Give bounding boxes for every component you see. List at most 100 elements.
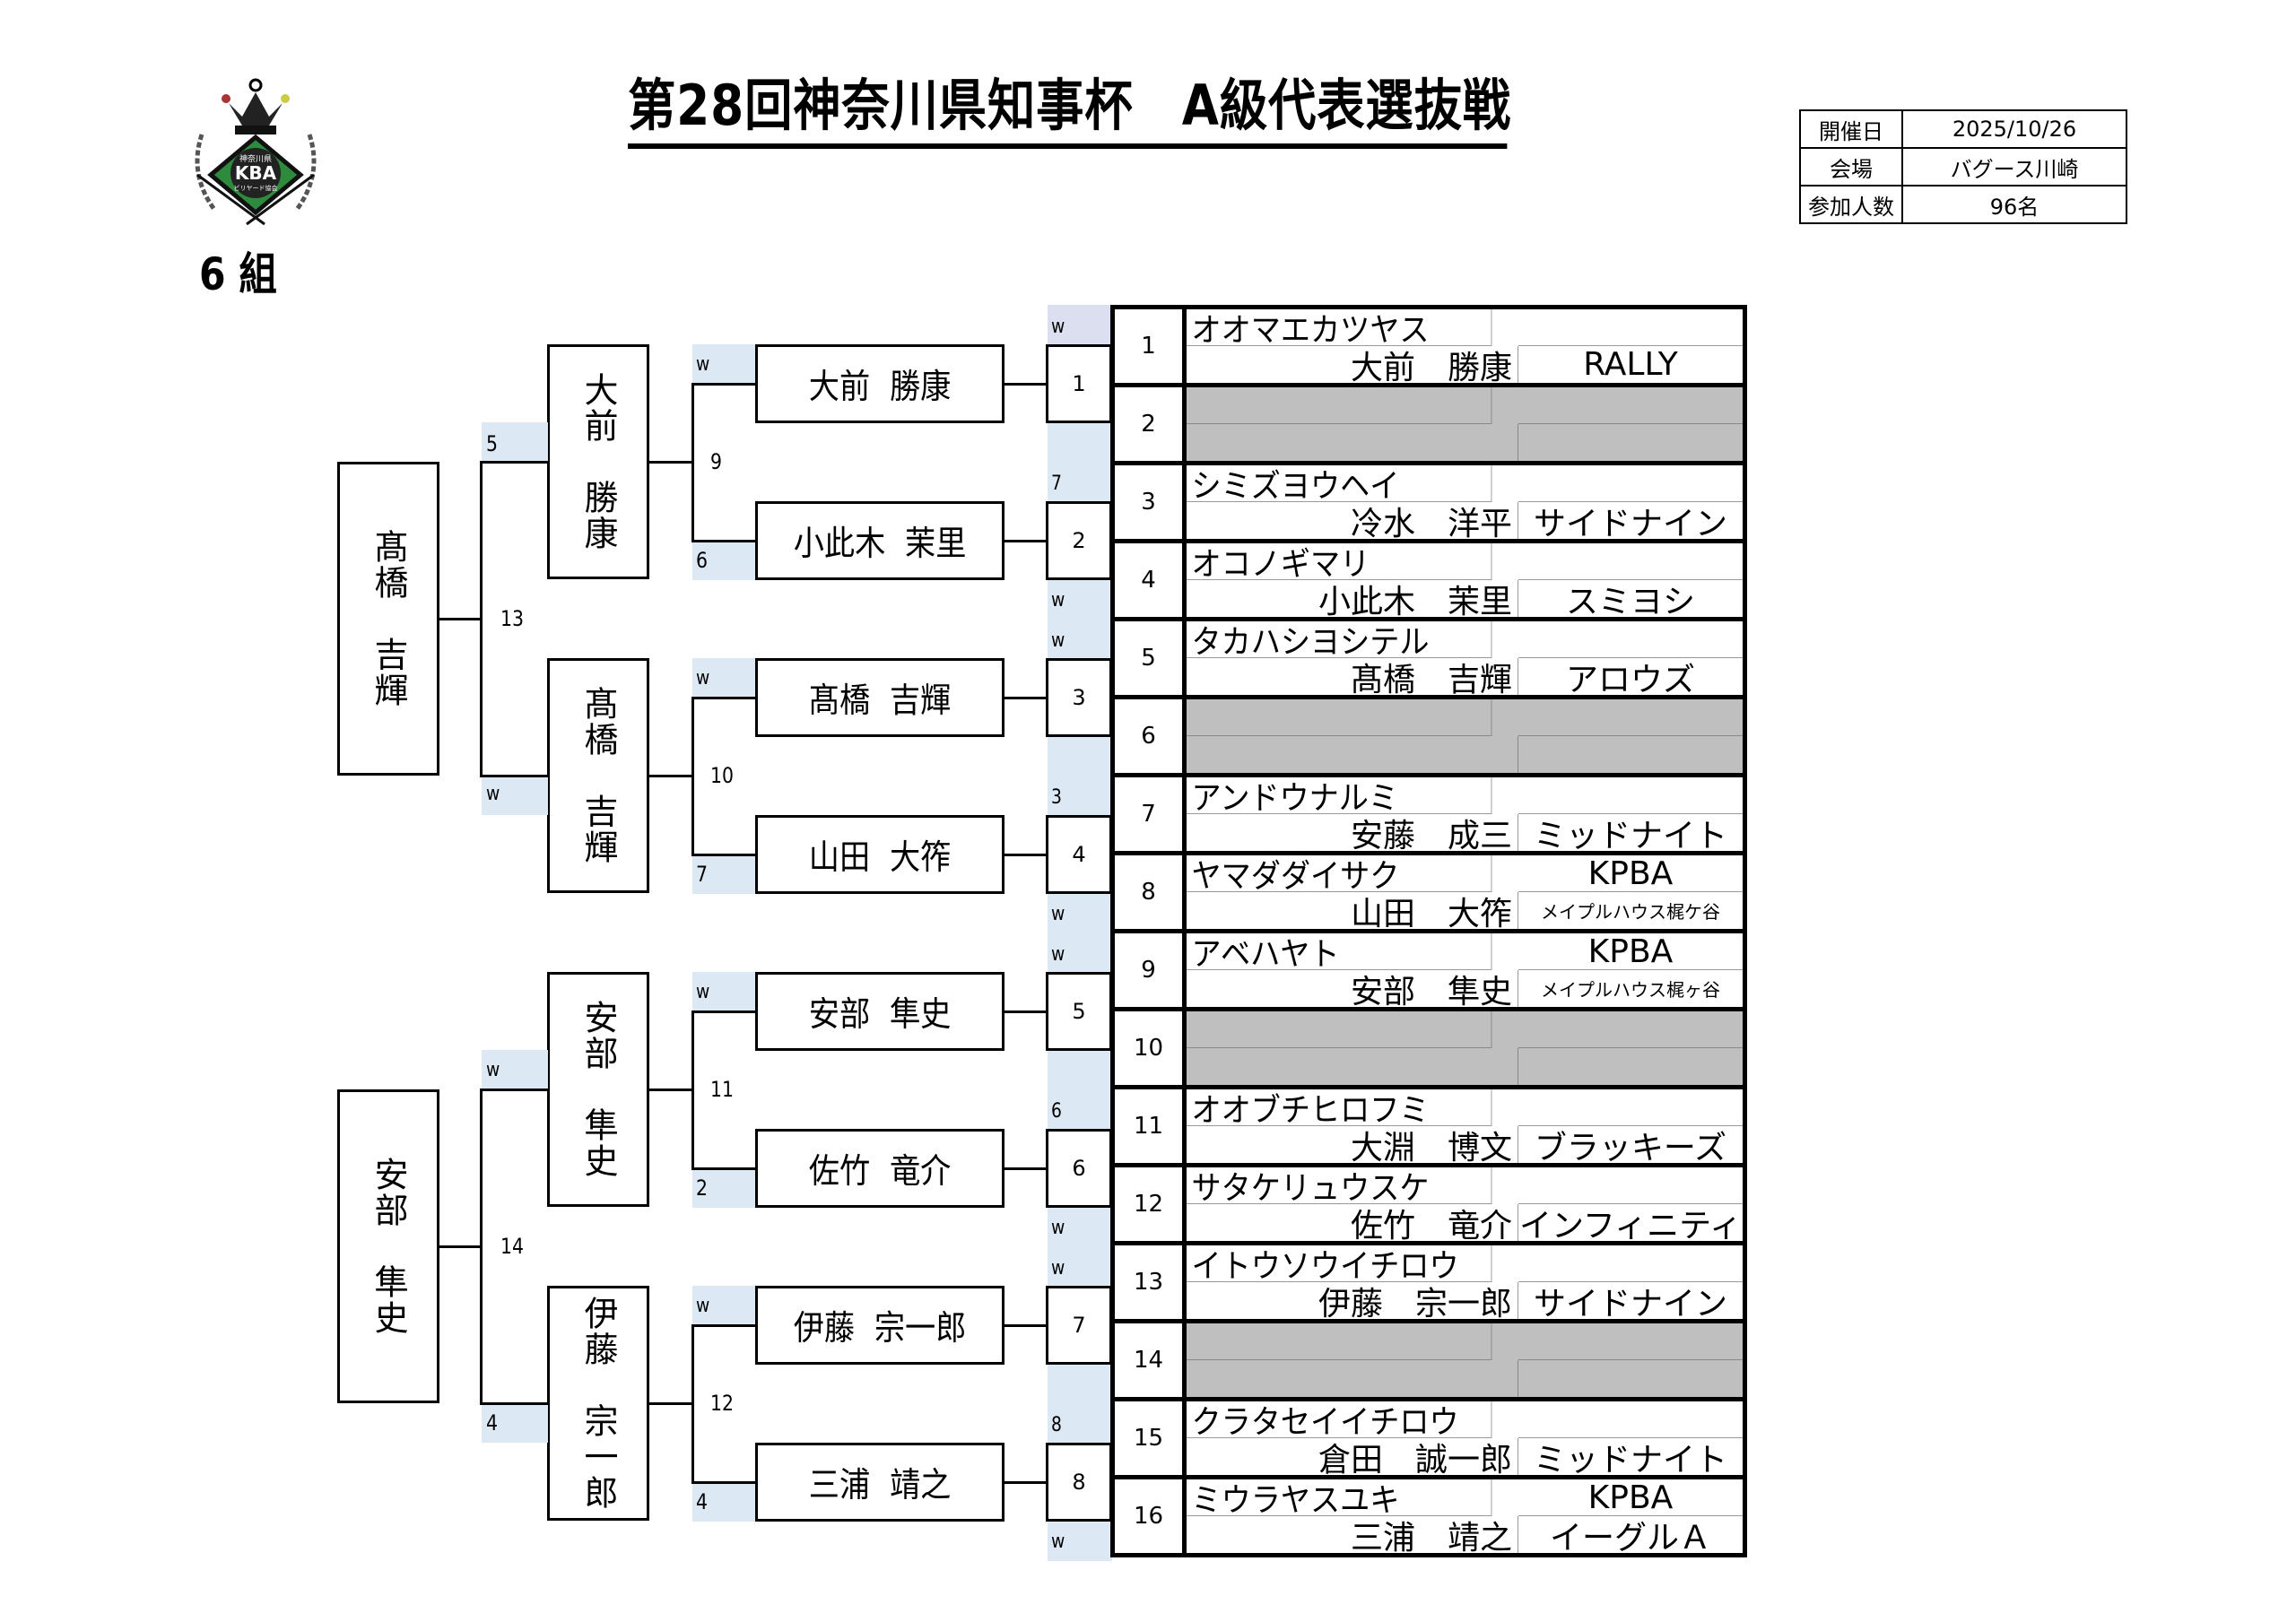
round1-match-box: 4 <box>1046 814 1112 894</box>
page-title: 第28回神奈川県知事杯 A級代表選抜戦 <box>628 70 1510 149</box>
info-row-participants: 参加人数 96名 <box>1799 185 2127 224</box>
player-name: 安部 隼史 <box>369 1157 408 1336</box>
player-name <box>1187 424 1518 461</box>
score-highlight <box>1048 775 1112 815</box>
round3-player-box: 髙橋 吉輝 <box>547 658 649 893</box>
score-label: w <box>696 666 710 690</box>
score-highlight <box>482 1403 548 1443</box>
club-name: サイドナイン <box>1533 1285 1727 1320</box>
match-number: 3 <box>1072 684 1086 710</box>
entry-slot: 9 アベハヤト KPBA 安部 隼史 メイプルハウス梶ヶ谷 <box>1115 929 1743 1007</box>
match-number: 4 <box>1072 841 1086 867</box>
score-highlight <box>1048 736 1112 776</box>
round2-player-box: 山田 大筰 <box>755 814 1004 894</box>
slot-number: 6 <box>1115 699 1187 773</box>
score-label: 8 <box>1051 1413 1062 1436</box>
club-top <box>1518 777 1743 814</box>
player-name: 安藤 成三 <box>1187 814 1518 851</box>
round2-player-box: 安部 隼史 <box>755 971 1004 1051</box>
connector-line <box>439 1245 481 1248</box>
round1-match-box: 5 <box>1046 971 1112 1051</box>
club-name: メイプルハウス梶ヶ谷 <box>1541 979 1720 1001</box>
entry-table: 1 オオマエカツヤス 大前 勝康 RALLY 2 3 シミズヨウヘイ 冷水 洋平… <box>1110 305 1747 1557</box>
score-highlight <box>692 1167 757 1208</box>
player-name: 佐竹 竜介 <box>808 1151 952 1191</box>
score-highlight <box>1048 422 1112 463</box>
score-label: w <box>1051 902 1065 925</box>
slot-number: 1 <box>1115 309 1187 383</box>
info-value: バグース川崎 <box>1901 147 2127 186</box>
round2-player-box: 小此木 茉里 <box>755 500 1004 580</box>
score-label: 4 <box>486 1410 498 1436</box>
slot-body: サタケリュウスケ 佐竹 竜介 インフィニティ <box>1187 1167 1743 1241</box>
score-highlight <box>1048 579 1112 620</box>
round1-match-box: 1 <box>1046 343 1112 423</box>
score-highlight <box>692 540 757 580</box>
slot-body: オオマエカツヤス 大前 勝康 RALLY <box>1187 309 1743 383</box>
club-name: アロウズ <box>1565 661 1695 696</box>
info-label: 開催日 <box>1799 109 1903 149</box>
connector-line <box>481 461 548 464</box>
match-number: 7 <box>1072 1312 1086 1338</box>
slot-body: ミウラヤスユキ KPBA 三浦 靖之 イーグルＡ <box>1187 1479 1743 1553</box>
player-name: 伊藤 宗一郎 <box>1187 1282 1518 1319</box>
player-name: 倉田 誠一郎 <box>1187 1438 1518 1475</box>
match-number: 9 <box>710 449 722 474</box>
score-label: 7 <box>696 861 708 887</box>
info-value: 2025/10/26 <box>1901 109 2127 149</box>
slot-number: 12 <box>1115 1167 1187 1241</box>
player-kana <box>1187 1011 1492 1048</box>
slot-body: オオブチヒロフミ 大淵 博文 ブラッキーズ <box>1187 1089 1743 1163</box>
kba-logo-icon: 神奈川県 KBA ビリヤード協会 <box>179 76 332 229</box>
connector-line <box>1003 853 1048 856</box>
player-name: 小此木 茉里 <box>793 524 967 563</box>
player-name: 佐竹 竜介 <box>1187 1204 1518 1241</box>
slot-body: ヤマダダイサク KPBA 山田 大筰 メイプルハウス梶ケ谷 <box>1187 855 1743 929</box>
round2-player-box: 佐竹 竜介 <box>755 1128 1004 1208</box>
player-name <box>1187 1360 1518 1397</box>
player-kana <box>1187 699 1492 736</box>
bye-slot: 2 <box>1115 383 1743 461</box>
score-highlight <box>692 971 757 1011</box>
round1-match-box: 3 <box>1046 657 1112 737</box>
connector-line <box>692 1010 755 1013</box>
connector-line <box>1003 1323 1048 1327</box>
entry-slot: 4 オコノギマリ 小此木 茉里 スミヨシ <box>1115 539 1743 617</box>
score-label: w <box>1051 1216 1065 1239</box>
connector-line <box>692 539 755 542</box>
player-kana: タカハシヨシテル <box>1187 621 1492 658</box>
club-top <box>1518 621 1743 658</box>
score-label: w <box>1051 629 1065 652</box>
club-top <box>1518 1401 1743 1438</box>
slot-body: オコノギマリ 小此木 茉里 スミヨシ <box>1187 543 1743 617</box>
slot-number: 3 <box>1115 465 1187 539</box>
player-name: 髙橋 吉輝 <box>578 686 618 865</box>
info-label: 参加人数 <box>1799 185 1903 224</box>
player-name: 髙橋 吉輝 <box>369 529 408 708</box>
player-name: 安部 隼史 <box>578 1000 618 1179</box>
round1-match-box: 8 <box>1046 1442 1112 1522</box>
player-name <box>1187 736 1518 773</box>
player-kana: ミウラヤスユキ <box>1187 1479 1492 1516</box>
club-top <box>1518 543 1743 580</box>
score-highlight <box>1048 304 1112 344</box>
score-label: 5 <box>486 431 498 456</box>
slot-body: アンドウナルミ 安藤 成三 ミッドナイト <box>1187 777 1743 851</box>
connector-line <box>1003 1480 1048 1484</box>
player-name: 安部 隼史 <box>808 994 952 1034</box>
score-highlight <box>1048 1207 1112 1247</box>
slot-body <box>1187 1323 1743 1397</box>
match-number: 5 <box>1072 998 1086 1024</box>
player-kana: イトウソウイチロウ <box>1187 1245 1492 1282</box>
bye-slot: 14 <box>1115 1319 1743 1397</box>
score-highlight <box>1048 932 1112 972</box>
player-name: 髙橋 吉輝 <box>808 681 952 720</box>
player-name: 髙橋 吉輝 <box>1187 658 1518 695</box>
info-value: 96名 <box>1901 185 2127 224</box>
connector-line <box>648 461 693 464</box>
club-top <box>1518 699 1743 736</box>
player-kana: クラタセイイチロウ <box>1187 1401 1492 1438</box>
entry-slot: 16 ミウラヤスユキ KPBA 三浦 靖之 イーグルＡ <box>1115 1475 1743 1553</box>
club-top <box>1518 1245 1743 1282</box>
club-top <box>1518 1011 1743 1048</box>
